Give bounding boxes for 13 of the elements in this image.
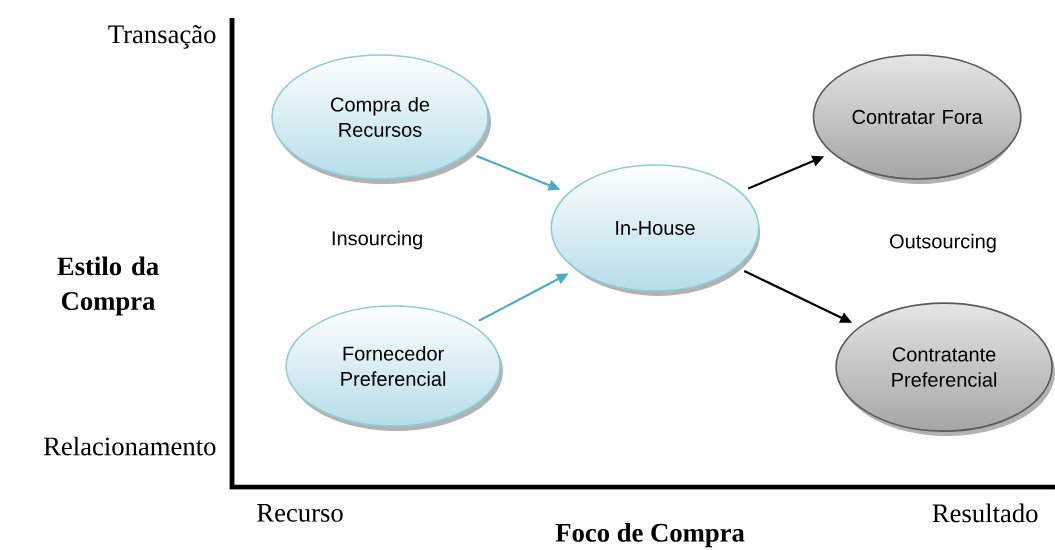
ellipse-node: Contratante Preferencial: [835, 302, 1055, 436]
ellipse-node: In-House: [550, 164, 761, 296]
axis-title: Foco de Compra: [555, 523, 745, 548]
ellipse-node: Fornecedor Preferencial: [285, 305, 503, 432]
ellipse-node: Compra de Recursos: [271, 54, 491, 184]
axis-tick-label: Relacionamento: [43, 436, 216, 456]
axis-tick-label: Transação: [108, 25, 216, 49]
axis-title: Estilo da Compra: [57, 256, 159, 316]
ellipse-node: Contratar Fora: [812, 54, 1022, 184]
region-label: Insourcing: [332, 230, 422, 250]
region-label: Outsourcing: [890, 233, 996, 253]
axis-tick-label: Resultado: [932, 503, 1038, 523]
axis-tick-label: Recurso: [257, 504, 343, 522]
